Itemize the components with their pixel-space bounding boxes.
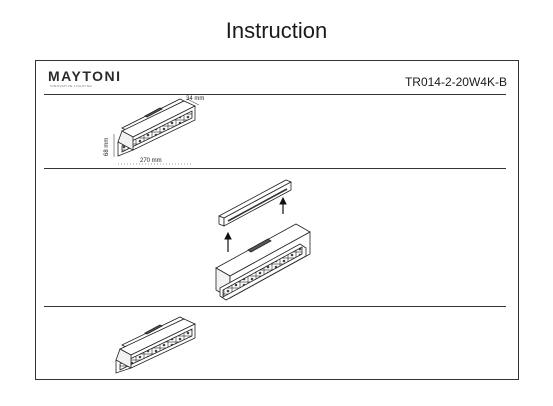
arrow-up-icon (279, 196, 287, 214)
dimension-width-label: 34 mm (186, 96, 205, 102)
fixture-assembled-drawing (115, 316, 196, 374)
section-divider-1 (44, 168, 506, 169)
instruction-frame (35, 60, 519, 380)
fixture-dimension-drawing (113, 98, 200, 165)
section-divider-2 (44, 306, 506, 307)
model-number: TR014-2-20W4K-B (404, 75, 507, 89)
header-divider (44, 94, 506, 95)
brand-tagline: INNOVATIVE LIGHTING (50, 84, 93, 88)
dimension-length-label: 270 mm (140, 158, 162, 164)
page-title: Instruction (225, 18, 328, 43)
fixture-assembly-drawing (215, 179, 311, 301)
brand-logo: MAYTONI (48, 68, 122, 84)
arrow-up-icon (224, 231, 232, 252)
